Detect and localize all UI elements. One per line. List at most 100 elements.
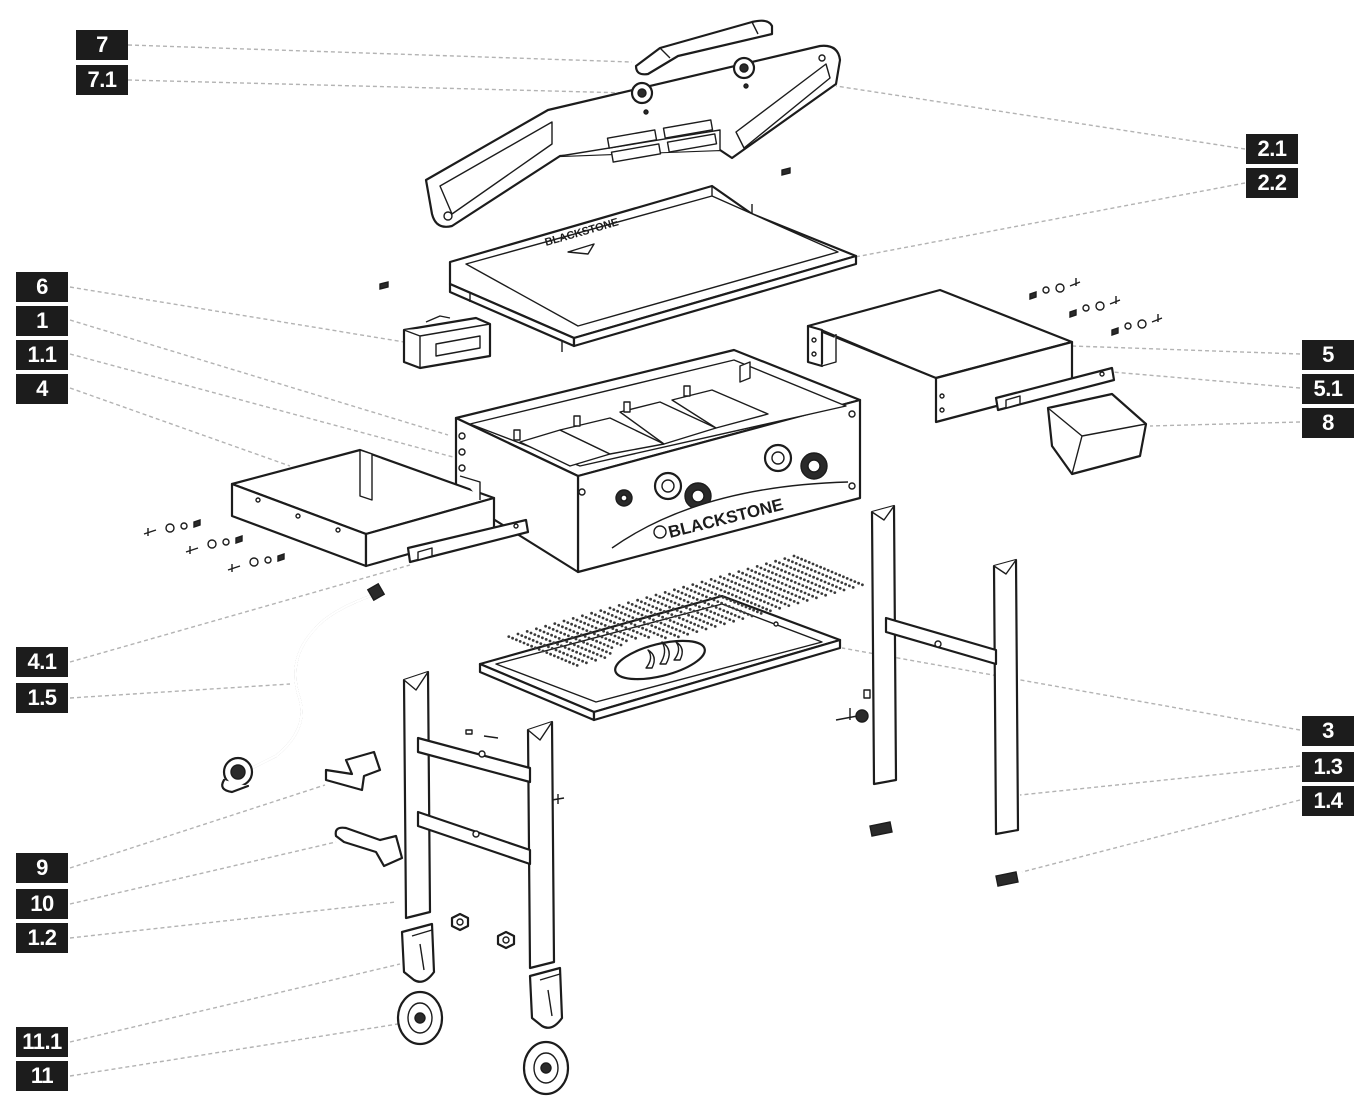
callout-7-1: 7.1 xyxy=(76,65,128,95)
perforation-hole xyxy=(702,588,706,591)
perforation-hole xyxy=(785,596,788,600)
perforation-hole xyxy=(715,587,719,590)
perforation-hole xyxy=(575,618,579,622)
perforation-hole xyxy=(730,580,734,583)
perforation-hole xyxy=(615,642,619,645)
callout-3: 3 xyxy=(1302,716,1354,746)
perforation-hole xyxy=(553,654,556,658)
perforation-hole xyxy=(833,591,837,594)
perforation-hole xyxy=(544,638,548,641)
perforation-hole xyxy=(727,605,731,608)
perforation-hole xyxy=(789,598,792,602)
perforation-hole xyxy=(617,604,621,607)
perforation-hole xyxy=(550,633,553,637)
perforation-hole xyxy=(786,591,790,594)
perforation-hole xyxy=(700,626,704,629)
perforation-hole xyxy=(686,632,689,636)
perforation-hole xyxy=(696,611,700,614)
perforation-hole xyxy=(723,622,726,626)
callout-2-1: 2.1 xyxy=(1246,134,1298,164)
perforation-hole xyxy=(621,637,624,641)
leader-6 xyxy=(69,286,405,343)
perforation-hole xyxy=(667,624,670,628)
leg-feet xyxy=(869,821,1019,887)
perforation-hole xyxy=(594,613,597,617)
perforation-hole xyxy=(591,638,595,641)
perforation-hole xyxy=(680,591,684,595)
perforation-hole xyxy=(687,627,691,630)
perforation-hole xyxy=(688,594,691,598)
perforation-hole xyxy=(520,634,524,637)
perforation-hole xyxy=(708,597,712,600)
perforation-hole xyxy=(656,633,660,636)
perforation-hole xyxy=(535,627,538,631)
perforation-hole xyxy=(757,604,761,608)
perforation-hole xyxy=(714,592,717,596)
perforation-hole xyxy=(790,579,793,583)
leader-1-4 xyxy=(1021,799,1301,873)
perforation-hole xyxy=(617,636,621,639)
perforation-hole xyxy=(819,579,823,582)
callout-11: 11 xyxy=(16,1061,68,1091)
perforation-hole xyxy=(552,641,556,644)
perforation-hole xyxy=(634,636,637,640)
perforation-hole xyxy=(689,621,693,624)
perforation-hole xyxy=(732,619,735,623)
perforation-hole xyxy=(597,615,601,618)
callout-4: 4 xyxy=(16,374,68,404)
perforation-hole xyxy=(687,613,690,617)
perforation-hole xyxy=(734,595,738,598)
perforation-hole xyxy=(817,571,821,575)
perforation-hole xyxy=(754,570,757,574)
perforation-hole xyxy=(737,570,741,573)
perforation-hole xyxy=(568,660,571,664)
perforation-hole xyxy=(811,562,815,566)
perforation-hole xyxy=(675,609,679,612)
right-shelf-hardware xyxy=(1029,278,1163,336)
perforation-hole xyxy=(744,605,748,609)
perforation-hole xyxy=(682,599,686,602)
perforation-hole xyxy=(683,612,687,615)
perforation-hole xyxy=(557,623,560,627)
left-side-shelf xyxy=(230,448,496,568)
perforation-hole xyxy=(585,661,588,665)
perforation-hole xyxy=(753,603,757,606)
perforation-hole xyxy=(785,564,789,568)
leader-1-5 xyxy=(69,683,291,699)
perforation-hole xyxy=(545,651,549,654)
perforation-hole xyxy=(840,581,844,584)
perforation-hole xyxy=(645,596,649,599)
perforation-hole xyxy=(772,565,776,569)
perforation-hole xyxy=(792,586,795,590)
perforation-hole xyxy=(674,628,678,631)
perforation-hole xyxy=(710,591,714,594)
perforation-hole xyxy=(706,621,709,625)
perforation-hole xyxy=(625,607,629,610)
perforation-hole xyxy=(682,631,686,634)
perforation-hole xyxy=(511,636,514,640)
perforation-hole xyxy=(516,632,520,636)
perforation-hole xyxy=(594,658,597,662)
perforation-hole xyxy=(664,604,668,607)
perforation-hole xyxy=(656,601,660,604)
perforation-hole xyxy=(672,607,675,611)
perforation-hole xyxy=(541,649,545,653)
perforation-hole xyxy=(845,577,849,580)
perforation-hole xyxy=(710,623,713,627)
perforation-hole xyxy=(791,560,794,564)
perforation-hole xyxy=(539,642,543,645)
perforation-hole xyxy=(737,602,740,606)
perforation-hole xyxy=(662,596,665,600)
perforation-hole xyxy=(621,605,625,609)
perforation-hole xyxy=(691,583,695,586)
perforation-hole xyxy=(672,620,676,624)
perforation-hole xyxy=(777,580,780,584)
perforation-hole xyxy=(673,633,676,637)
perforation-hole xyxy=(615,628,618,632)
perforation-hole xyxy=(652,618,655,622)
perforation-hole xyxy=(861,583,864,587)
perforation-hole xyxy=(654,625,657,629)
perforation-hole xyxy=(668,605,671,609)
perforation-hole xyxy=(608,638,611,642)
perforation-hole xyxy=(763,600,766,604)
